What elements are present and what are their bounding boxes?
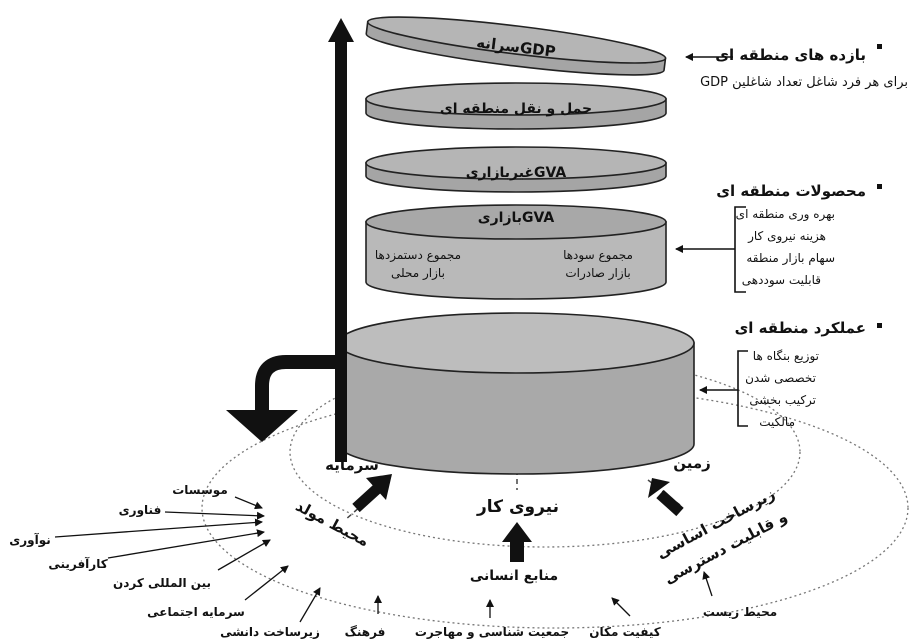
transport-disk bbox=[365, 82, 667, 130]
bullet-performance bbox=[877, 323, 882, 328]
performance-cylinder bbox=[337, 312, 695, 475]
products-item-3: سهام بازار منطقه bbox=[746, 251, 835, 266]
institutions-label: موسسات bbox=[172, 483, 228, 498]
market-left-line-2: بازار محلی bbox=[391, 266, 445, 281]
environment-label: محیط زیست bbox=[703, 605, 777, 619]
labor-label: نیروی کار bbox=[476, 497, 559, 517]
technology-label: فناوری bbox=[119, 503, 162, 518]
performance-item-2: تخصصی شدن bbox=[745, 371, 816, 385]
labor-factor-arrow bbox=[502, 522, 532, 562]
internationalization-label: بین المللی کردن bbox=[113, 576, 211, 590]
innovation-label: نوآوری bbox=[9, 532, 51, 548]
inner-dotted-ring bbox=[289, 356, 801, 548]
outer-label-arrows bbox=[54, 496, 713, 623]
knowledge-infra-label: زیرساخت دانشی bbox=[220, 625, 320, 639]
performance-item-3: ترکیب بخشی bbox=[749, 393, 816, 408]
social-capital-label: سرمایه اجتماعی bbox=[147, 605, 245, 619]
capital-return-arrow bbox=[226, 355, 336, 442]
capital-label: سرمایه bbox=[325, 456, 379, 474]
capital-factor-arrow bbox=[352, 474, 392, 513]
market-disk-label: بازاریGVA bbox=[478, 210, 555, 226]
capital-vertical-arrow bbox=[328, 18, 354, 462]
culture-label: فرهنگ bbox=[345, 625, 386, 639]
products-item-4: قابلیت سوددهی bbox=[742, 273, 821, 288]
place-quality-label: کیفیت مکان bbox=[589, 625, 660, 639]
performance-title: عملکرد منطقه ای bbox=[735, 319, 866, 337]
market-right-line-1: مجموع سودها bbox=[563, 248, 633, 263]
performance-bracket bbox=[699, 350, 748, 427]
human-resources-label: منابع انسانی bbox=[470, 568, 558, 584]
products-item-1: بهره وری منطقه ای bbox=[736, 207, 835, 222]
transport-disk-label: حمل و نقل منطقه ای bbox=[440, 101, 592, 117]
market-right-line-2: بازار صادرات bbox=[565, 266, 630, 281]
demography-label: جمعیت شناسی و مهاجرت bbox=[415, 625, 569, 640]
outer-dotted-ring bbox=[201, 387, 909, 629]
entrepreneurship-label: کارآفرینی bbox=[48, 556, 107, 571]
market-left-line-1: مجموع دستمزدها bbox=[375, 248, 461, 263]
products-bracket bbox=[675, 206, 746, 293]
land-label: زمین bbox=[673, 454, 711, 472]
market-gva-disk bbox=[365, 204, 667, 300]
bullet-products bbox=[877, 184, 882, 189]
infrastructure-factor-arrow bbox=[648, 478, 684, 517]
bullet-returns bbox=[877, 44, 882, 49]
performance-item-4: مالکیت bbox=[759, 415, 795, 429]
gdp-disk bbox=[365, 16, 667, 76]
nonmarket-gva-disk bbox=[365, 146, 667, 193]
returns-subtitle: GDP برای هر فرد شاغل تعداد شاغلین bbox=[700, 75, 908, 90]
products-title: محصولات منطقه ای bbox=[716, 182, 866, 200]
performance-item-1: توزیع بنگاه ها bbox=[753, 349, 819, 364]
products-item-2: هزینه نیروی کار bbox=[747, 229, 826, 244]
returns-title: بازده های منطقه ای bbox=[715, 46, 866, 64]
nonmarket-disk-label: غیربازاریGVA bbox=[466, 165, 567, 181]
